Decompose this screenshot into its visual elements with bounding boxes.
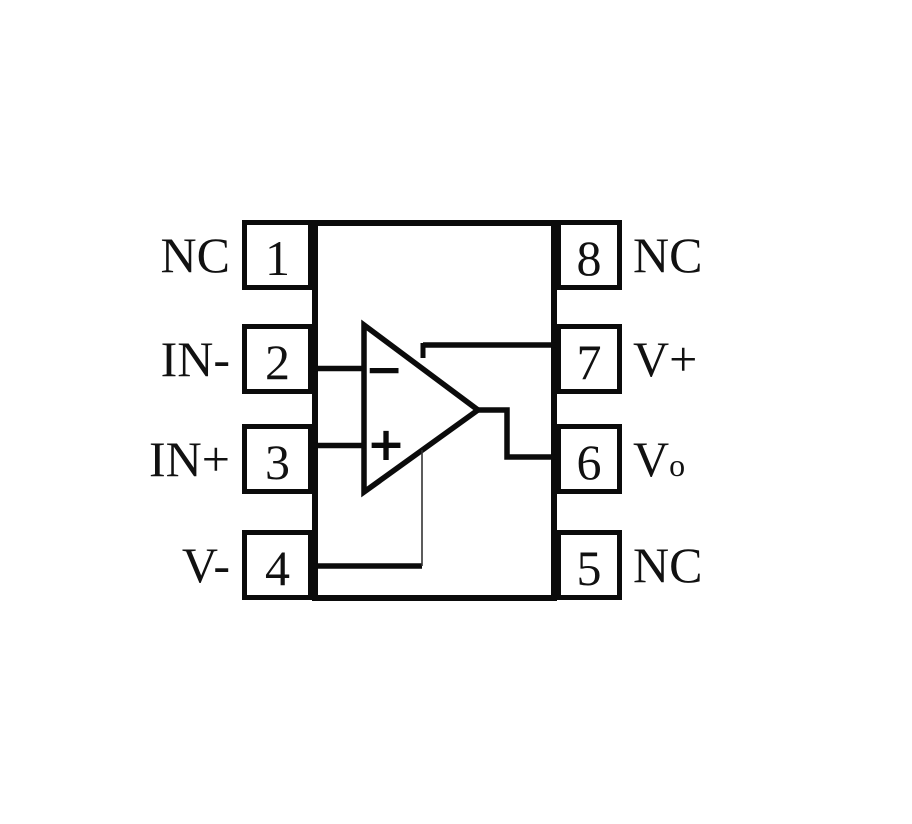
pin-label-5-nc: NC (633, 530, 833, 600)
pin-number-4: 4 (265, 539, 290, 596)
pin-number-1: 1 (265, 229, 290, 286)
pin-number-8: 8 (576, 229, 602, 286)
pin-number-5: 5 (576, 539, 602, 596)
pin-box-6: 6 (556, 424, 622, 494)
pin-number-6: 6 (576, 433, 602, 490)
pin-label-text: V- (181, 537, 230, 593)
pin-label-8-nc: NC (633, 220, 833, 290)
pin-label-text: IN+ (149, 431, 230, 487)
pin-label-2-in-minus: IN- (70, 324, 230, 394)
pin-label-subscript: o (669, 447, 686, 483)
pin-box-4: 4 (242, 530, 313, 600)
pin-box-1: 1 (242, 220, 313, 290)
pin-box-2: 2 (242, 324, 313, 394)
inverting-input-symbol: − (365, 342, 404, 396)
ic-package-body (312, 220, 557, 601)
pin-box-7: 7 (556, 324, 622, 394)
pin-label-text: NC (633, 227, 703, 283)
pin-label-1-nc: NC (70, 220, 230, 290)
pin-box-3: 3 (242, 424, 313, 494)
pin-number-3: 3 (265, 433, 290, 490)
pin-number-2: 2 (265, 333, 290, 390)
pin-label-text: IN- (160, 331, 230, 387)
wire-output-pin6 (476, 407, 557, 460)
pin-label-6-vo: Vo (633, 424, 833, 494)
noninverting-input-symbol: + (367, 417, 406, 471)
pin-label-text: NC (160, 227, 230, 283)
pin-number-7: 7 (576, 333, 602, 390)
pin-label-4-v-minus: V- (70, 530, 230, 600)
pin-box-8: 8 (556, 220, 622, 290)
pin-label-text: V+ (633, 331, 698, 387)
opamp-triangle-icon (361, 319, 483, 498)
pin-label-7-v-plus: V+ (633, 324, 833, 394)
pin-box-5: 5 (556, 530, 622, 600)
pin-label-text: NC (633, 537, 703, 593)
pin-label-3-in-plus: IN+ (70, 424, 230, 494)
pin-label-text: V (633, 431, 670, 487)
